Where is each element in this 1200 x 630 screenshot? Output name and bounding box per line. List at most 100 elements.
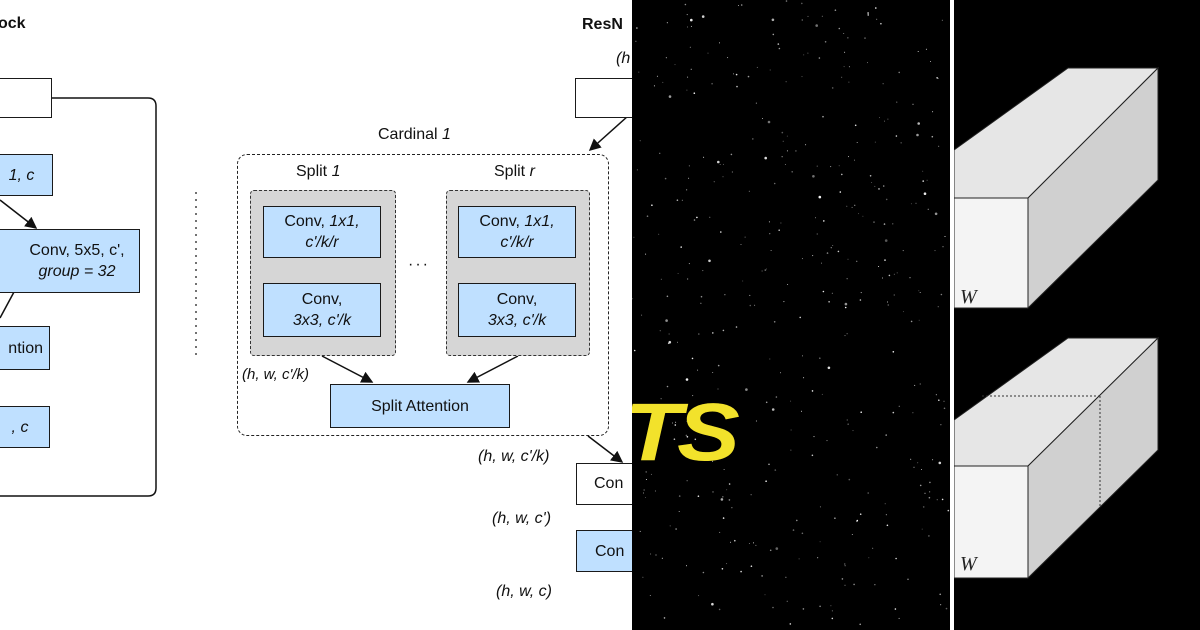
star xyxy=(910,458,912,460)
star xyxy=(701,15,705,18)
star xyxy=(641,314,643,316)
star xyxy=(723,469,725,470)
star xyxy=(841,173,843,176)
star xyxy=(687,76,689,78)
star xyxy=(909,277,911,279)
star xyxy=(633,236,635,238)
star xyxy=(684,3,687,6)
star xyxy=(831,87,834,89)
star xyxy=(678,511,680,512)
star xyxy=(686,565,687,567)
star xyxy=(930,61,931,62)
star xyxy=(686,420,688,422)
star xyxy=(918,319,920,321)
star xyxy=(902,311,904,313)
star xyxy=(856,260,858,262)
star xyxy=(768,463,770,466)
star xyxy=(898,405,900,407)
star xyxy=(819,357,821,360)
star xyxy=(769,233,771,235)
star xyxy=(918,290,920,292)
star xyxy=(945,607,948,610)
star xyxy=(815,217,816,219)
star xyxy=(843,66,845,68)
star xyxy=(748,543,750,544)
star xyxy=(917,51,919,52)
star xyxy=(921,528,923,530)
star xyxy=(687,26,688,28)
star xyxy=(761,270,763,272)
star xyxy=(661,557,663,559)
star xyxy=(818,57,821,59)
star xyxy=(786,135,788,137)
star xyxy=(719,42,720,44)
star xyxy=(838,27,841,30)
star xyxy=(750,494,752,496)
star xyxy=(772,606,774,609)
star xyxy=(762,118,763,119)
star xyxy=(709,216,711,218)
star xyxy=(711,82,713,85)
star xyxy=(919,484,922,487)
diagram-panel: ock 1, c Conv, 5x5, c', group = 32 ntion… xyxy=(0,15,632,600)
star xyxy=(831,617,834,620)
star xyxy=(769,69,771,71)
star xyxy=(669,525,671,527)
star xyxy=(821,262,822,264)
star xyxy=(882,185,885,187)
left-box-c2-label: , c xyxy=(11,418,29,436)
star xyxy=(764,594,766,596)
star xyxy=(931,135,934,138)
star xyxy=(651,204,653,206)
split-r-conv1x1: Conv, 1x1, c'/k/r xyxy=(458,206,576,258)
star xyxy=(677,273,679,274)
star xyxy=(767,120,771,124)
star xyxy=(752,138,754,140)
star xyxy=(928,496,931,499)
star xyxy=(781,156,783,158)
star xyxy=(854,124,857,127)
star xyxy=(733,73,734,75)
star xyxy=(735,326,738,328)
star xyxy=(882,277,883,279)
star xyxy=(636,27,638,29)
star xyxy=(755,102,757,104)
star xyxy=(895,557,897,560)
star xyxy=(720,498,724,501)
star xyxy=(688,177,690,179)
star xyxy=(834,9,837,11)
star xyxy=(707,52,709,54)
star xyxy=(668,95,672,98)
star xyxy=(886,524,889,527)
star xyxy=(693,92,696,94)
star xyxy=(666,295,669,298)
star xyxy=(740,570,742,573)
star xyxy=(844,584,846,586)
star xyxy=(830,247,832,249)
star xyxy=(722,329,725,332)
star xyxy=(665,319,668,322)
star xyxy=(884,239,888,242)
star xyxy=(635,40,637,42)
cuboid-bottom-label: W xyxy=(960,553,977,575)
star xyxy=(848,81,850,83)
star xyxy=(940,424,942,426)
star xyxy=(884,120,885,122)
star xyxy=(910,203,912,205)
star xyxy=(796,519,798,522)
star xyxy=(942,246,944,248)
star xyxy=(816,165,818,167)
star xyxy=(689,46,691,48)
star xyxy=(731,171,733,173)
star xyxy=(770,250,772,251)
right-input-box xyxy=(575,78,632,118)
star xyxy=(936,499,938,501)
star-wars-logo-fragment: TS xyxy=(632,387,740,478)
star xyxy=(783,301,785,303)
cardinal-group xyxy=(237,154,609,436)
star xyxy=(812,175,815,178)
left-box-attention: ntion xyxy=(0,326,50,370)
star xyxy=(697,369,699,371)
star xyxy=(801,410,802,412)
star xyxy=(747,75,750,78)
